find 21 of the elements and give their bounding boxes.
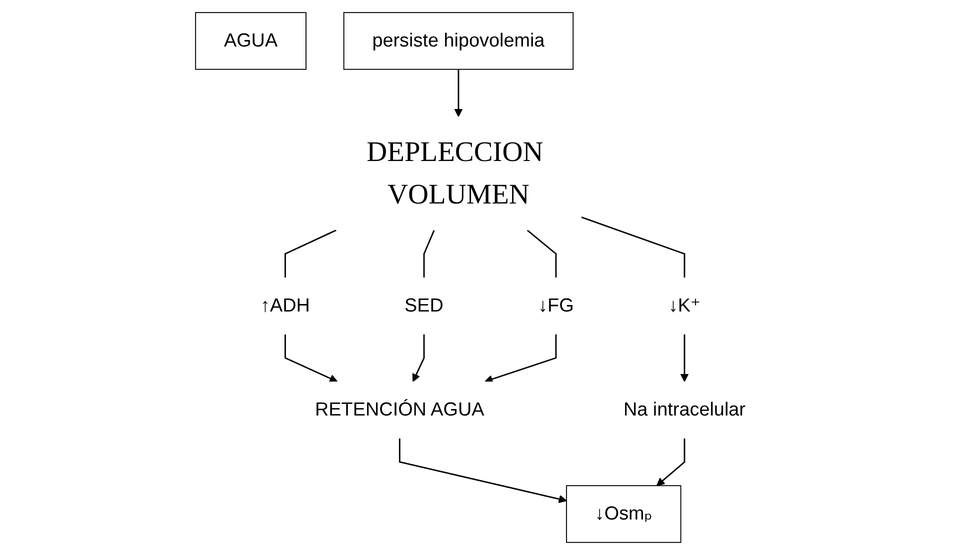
node-text: DEPLECCION VOLUMEN <box>366 136 543 210</box>
arrow <box>484 334 556 384</box>
node-box: ↓Osmₚ <box>566 485 682 543</box>
node-text: Na intracelular <box>623 400 746 420</box>
arrow <box>680 334 688 382</box>
connector <box>423 230 435 278</box>
arrow <box>656 438 685 486</box>
arrow <box>412 334 424 382</box>
connector <box>526 230 556 278</box>
node-box: AGUA <box>194 12 306 70</box>
node-box: persiste hipovolemia <box>343 12 574 70</box>
arrow <box>454 69 462 118</box>
arrow <box>284 334 338 382</box>
node-text: ↑ADH <box>260 295 310 316</box>
connector <box>284 230 336 278</box>
node-text: ↓K⁺ <box>668 295 700 316</box>
connector <box>581 216 685 278</box>
node-text: ↓FG <box>538 295 574 316</box>
node-text: RETENCIÓN AGUA <box>314 400 484 420</box>
arrow <box>398 438 567 504</box>
node-text: SED <box>404 295 444 316</box>
